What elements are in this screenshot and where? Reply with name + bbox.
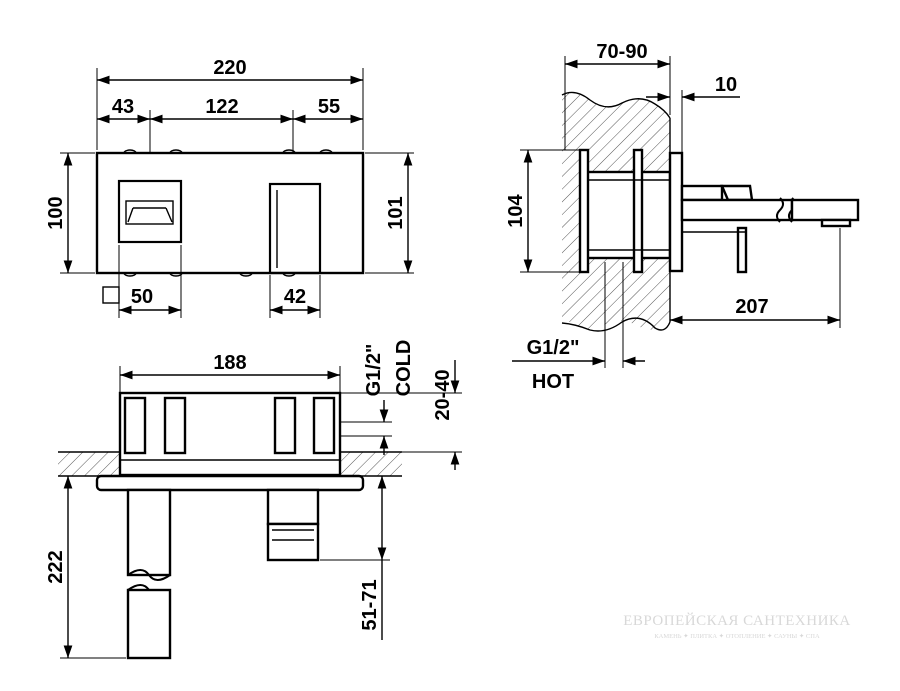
top-handle-stem	[126, 488, 172, 577]
handle-lever	[125, 200, 174, 225]
dim-projection: 207	[735, 296, 768, 318]
dim-height-left: 100	[45, 196, 67, 229]
dim-center-spacing: 122	[205, 96, 238, 118]
dim-spout-width: 42	[284, 286, 306, 308]
dim-height-right: 101	[385, 196, 407, 229]
aerator	[820, 218, 852, 228]
square-symbol-icon	[102, 286, 120, 304]
top-handle-lever	[126, 588, 172, 660]
cold-thread-label: G1/2"	[363, 344, 385, 397]
plate-screws	[123, 149, 333, 277]
top-view: 188 G1/2" COLD 20-40	[45, 340, 462, 660]
dim-total-height: 222	[45, 550, 67, 583]
valve-2	[163, 396, 187, 455]
dim-overall-width: 220	[213, 57, 246, 79]
hot-label: HOT	[532, 371, 574, 393]
dim-square-size: 50	[131, 286, 153, 308]
spout-tip	[790, 198, 860, 222]
spout-outlet	[268, 182, 322, 275]
side-bracket	[736, 226, 748, 274]
top-wall-plate	[95, 474, 365, 492]
dim-plate-thickness: 10	[715, 74, 737, 96]
top-embedded-body	[118, 391, 342, 477]
valve-1	[123, 396, 147, 455]
top-spout-body	[266, 488, 320, 526]
valve-4	[312, 396, 336, 455]
side-handle-base	[680, 184, 724, 202]
dim-body-width: 188	[213, 352, 246, 374]
dim-spout-range: 51-71	[359, 579, 381, 630]
front-wall-plate	[95, 151, 365, 275]
flange-right	[632, 148, 644, 274]
wall-hatch-left	[58, 452, 120, 476]
dim-wall-depth: 70-90	[596, 41, 647, 63]
dim-right-offset: 55	[318, 96, 340, 118]
watermark: ЕВРОПЕЙСКАЯ САНТЕХНИКА КАМЕНЬ ✦ ПЛИТКА ✦…	[623, 612, 851, 640]
side-handle-lever	[720, 184, 754, 202]
side-wall-plate	[668, 151, 684, 273]
dim-body-height: 104	[505, 193, 527, 227]
dim-embed-depth: 20-40	[432, 369, 454, 420]
front-view: 220 43 122 55 100 101 50	[45, 57, 414, 318]
side-view: 70-90 10 104 207	[505, 41, 860, 393]
watermark-subtitle: КАМЕНЬ ✦ ПЛИТКА ✦ ОТОПЛЕНИЕ ✦ САУНЫ ✦ СП…	[654, 632, 820, 640]
flange-left	[578, 148, 590, 274]
watermark-title: ЕВРОПЕЙСКАЯ САНТЕХНИКА	[623, 612, 851, 629]
wall-hatch-right	[340, 452, 402, 476]
valve-3	[273, 396, 297, 455]
cold-label: COLD	[393, 340, 415, 397]
side-spout	[680, 198, 794, 222]
dim-left-offset: 43	[112, 96, 134, 118]
hot-thread-label: G1/2"	[527, 337, 580, 359]
embedded-body	[584, 170, 672, 260]
mixer-handle-square	[117, 179, 183, 244]
